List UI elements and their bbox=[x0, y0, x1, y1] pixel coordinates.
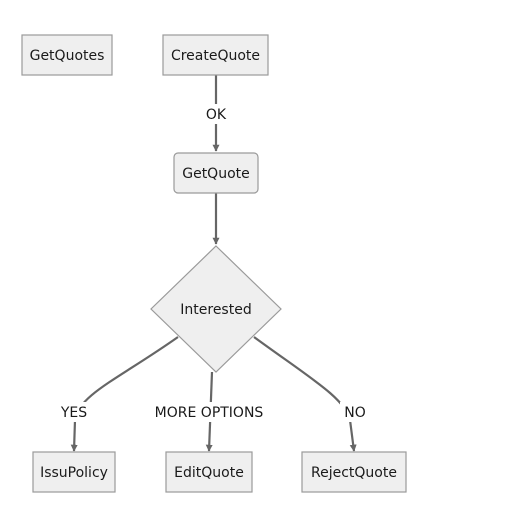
node-edit-quote: EditQuote bbox=[165, 451, 253, 493]
edge-interested-yes: YES bbox=[56, 336, 179, 452]
node-get-quotes: GetQuotes bbox=[21, 34, 113, 76]
node-create-quote: CreateQuote bbox=[162, 34, 269, 76]
edge-label-no: NO bbox=[344, 405, 366, 421]
node-interested-decision: Interested bbox=[150, 245, 282, 373]
edge-label-more-options: MORE OPTIONS bbox=[155, 405, 264, 421]
node-label-create-quote: CreateQuote bbox=[171, 48, 260, 64]
edge-line-no bbox=[253, 336, 357, 452]
node-label-interested: Interested bbox=[180, 302, 251, 318]
node-label-reject-quote: RejectQuote bbox=[311, 465, 397, 481]
edge-label-yes: YES bbox=[60, 405, 87, 421]
node-reject-quote: RejectQuote bbox=[301, 451, 407, 493]
node-label-get-quote: GetQuote bbox=[182, 166, 250, 182]
edge-label-ok: OK bbox=[206, 107, 227, 123]
node-label-get-quotes: GetQuotes bbox=[30, 48, 105, 64]
edge-interested-no: NO bbox=[253, 336, 370, 452]
node-label-edit-quote: EditQuote bbox=[174, 465, 244, 481]
edge-create-to-get: OK bbox=[200, 75, 232, 152]
node-label-issu-policy: IssuPolicy bbox=[40, 465, 108, 481]
node-issu-policy: IssuPolicy bbox=[32, 451, 116, 493]
node-get-quote: GetQuote bbox=[173, 152, 259, 194]
edge-interested-more-options: MORE OPTIONS bbox=[152, 371, 266, 452]
edge-line-yes bbox=[70, 336, 179, 452]
